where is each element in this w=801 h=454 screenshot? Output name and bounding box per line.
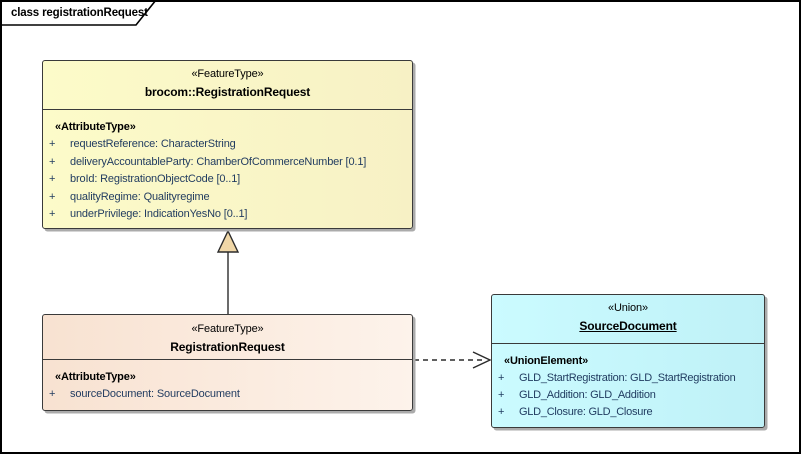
attribute-row: + deliveryAccountableParty: ChamberOfComm… [43, 154, 412, 172]
class-name: brocom::RegistrationRequest [144, 85, 311, 99]
class-name: SourceDocument [579, 319, 677, 333]
attribute-text: qualityRegime: Qualityregime [70, 190, 210, 203]
attribute-row: + sourceDocument: SourceDocument [43, 386, 412, 404]
attribute-text: deliveryAccountableParty: ChamberOfComme… [70, 155, 367, 168]
visibility-marker: + [49, 190, 56, 203]
attribute-row: + requestReference: CharacterString [43, 136, 412, 154]
visibility-marker: + [49, 138, 56, 150]
class-stereotype: «Union» [608, 302, 648, 314]
attribute-compartment: «UnionElement» + GLD_StartRegistration: G… [492, 343, 764, 422]
class-header: «FeatureType» brocom::RegistrationReques… [43, 61, 412, 109]
attribute-compartment: «AttributeType» + requestReference: Chara… [43, 109, 412, 224]
attribute-text: underPrivilege: IndicationYesNo [0..1] [70, 208, 248, 220]
class-box-sourcedocument[interactable]: «Union» SourceDocument «UnionElement» + G… [491, 294, 765, 428]
attribute-row: + GLD_Addition: GLD_Addition [492, 387, 764, 404]
class-box-registrationrequest[interactable]: «FeatureType» RegistrationRequest «Attri… [42, 314, 413, 411]
attribute-text: GLD_Closure: GLD_Closure [519, 406, 653, 419]
class-header: «Union» SourceDocument [492, 295, 764, 343]
visibility-marker: + [498, 406, 505, 419]
compartment-stereotype: «AttributeType» [55, 121, 136, 133]
attribute-text: sourceDocument: SourceDocument [70, 388, 240, 400]
attribute-text: GLD_StartRegistration: GLD_StartRegistra… [519, 372, 736, 384]
class-stereotype: «FeatureType» [191, 323, 264, 335]
frame-tab [2, 2, 156, 26]
visibility-marker: + [498, 389, 505, 402]
attribute-row: + qualityRegime: Qualityregime [43, 189, 412, 207]
attribute-row: + underPrivilege: IndicationYesNo [0..1] [43, 206, 412, 224]
frame-tab-label: class registrationRequest [11, 7, 148, 19]
visibility-marker: + [49, 208, 56, 220]
visibility-marker: + [49, 388, 56, 400]
visibility-marker: + [498, 372, 505, 384]
attribute-text: GLD_Addition: GLD_Addition [519, 389, 656, 402]
class-stereotype: «FeatureType» [191, 68, 264, 80]
attribute-text: broId: RegistrationObjectCode [0..1] [70, 173, 241, 185]
class-box-brocom-registrationrequest[interactable]: «FeatureType» brocom::RegistrationReques… [42, 60, 413, 229]
visibility-marker: + [49, 155, 56, 168]
compartment-stereotype: «AttributeType» [55, 371, 136, 383]
attribute-row: + broId: RegistrationObjectCode [0..1] [43, 171, 412, 189]
attribute-compartment: «AttributeType» + sourceDocument: SourceD… [43, 359, 412, 404]
dependency-arrow[interactable] [414, 351, 492, 369]
open-arrowhead-icon [472, 351, 492, 369]
compartment-stereotype: «UnionElement» [504, 355, 589, 367]
generalization-triangle-icon [216, 229, 240, 253]
generalization-arrow[interactable] [216, 229, 240, 314]
attribute-row: + GLD_Closure: GLD_Closure [492, 404, 764, 421]
visibility-marker: + [49, 173, 56, 185]
attribute-text: requestReference: CharacterString [70, 138, 236, 150]
class-header: «FeatureType» RegistrationRequest [43, 315, 412, 359]
attribute-row: + GLD_StartRegistration: GLD_StartRegistr… [492, 370, 764, 387]
frame-tab-shape [2, 2, 156, 26]
class-name: RegistrationRequest [170, 340, 285, 354]
